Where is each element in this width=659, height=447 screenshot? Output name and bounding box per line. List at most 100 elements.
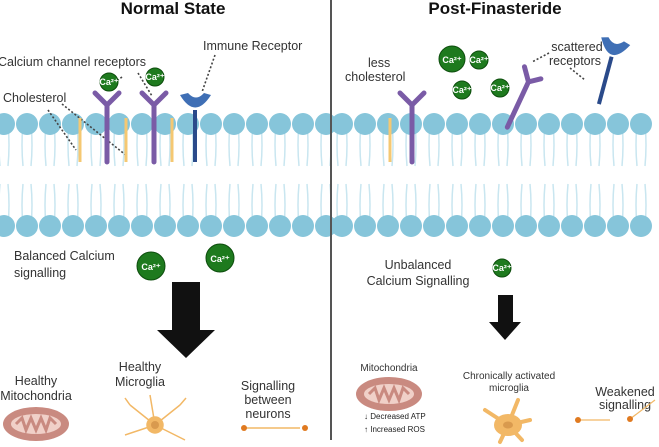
svg-text:Ca²⁺: Ca²⁺ (492, 263, 512, 273)
calcium-ion: Ca²⁺ (145, 67, 165, 87)
neuron-icon (241, 425, 308, 431)
phospholipid-head (584, 113, 606, 135)
phospholipid-head (39, 113, 61, 135)
svg-text:Ca²⁺: Ca²⁺ (490, 83, 510, 93)
phospholipid-head (85, 215, 107, 237)
calcium-ion: Ca²⁺ (490, 78, 510, 98)
channel-leader (117, 72, 153, 97)
svg-text:Ca²⁺: Ca²⁺ (452, 85, 472, 95)
calcium-channel-receptor (397, 90, 427, 165)
down-arrow-icon (489, 295, 521, 340)
phospholipid-head (131, 215, 153, 237)
phospholipid-head (223, 113, 245, 135)
cholesterol-molecules (78, 118, 174, 162)
cell-membrane (0, 113, 652, 237)
phospholipid-head (492, 215, 514, 237)
cholesterol-label: Cholesterol (3, 91, 66, 105)
left-title: Normal State (121, 0, 226, 18)
calcium-ion: Ca²⁺ (452, 80, 472, 100)
phospholipid-head (62, 215, 84, 237)
phospholipid-head (469, 113, 491, 135)
mitochondria-icon (3, 407, 69, 441)
weakened-neuron-icon (575, 399, 656, 423)
immune-receptor (180, 93, 211, 162)
phospholipid-head (561, 215, 583, 237)
phospholipid-head (630, 113, 652, 135)
phospholipid-head (354, 113, 376, 135)
phospholipid-head (630, 215, 652, 237)
decreased-atp-label: ↓ Decreased ATP (364, 412, 426, 421)
phospholipid-head (377, 113, 399, 135)
phospholipid-head (16, 215, 38, 237)
microglia-icon (124, 394, 187, 441)
phospholipid-head (108, 215, 130, 237)
svg-text:Ca²⁺: Ca²⁺ (145, 72, 165, 82)
phospholipid-head (377, 215, 399, 237)
mitochondria-label: Mitochondria (360, 363, 418, 374)
right-title: Post-Finasteride (428, 0, 561, 18)
phospholipid-head (16, 113, 38, 135)
phospholipid-head (331, 113, 353, 135)
phospholipid-head (200, 113, 222, 135)
phospholipid-head (423, 113, 445, 135)
calcium-ion: Ca²⁺ (492, 258, 512, 278)
svg-text:Ca²⁺: Ca²⁺ (210, 254, 230, 264)
phospholipid-head (85, 113, 107, 135)
receptors-leader (531, 52, 586, 81)
phospholipid-head (269, 113, 291, 135)
phospholipid-head (246, 113, 268, 135)
scattered-receptor (504, 64, 544, 130)
phospholipid-head (584, 215, 606, 237)
phospholipid-head (561, 113, 583, 135)
calcium-ion: Ca²⁺ (469, 50, 489, 70)
calcium-channel-label: Calcium channel receptors (0, 55, 146, 69)
scattered-immune-receptor (596, 37, 631, 105)
phospholipid-head (131, 113, 153, 135)
phospholipid-head (354, 215, 376, 237)
phospholipid-head (223, 215, 245, 237)
phospholipid-head (515, 215, 537, 237)
down-arrow-icon (157, 282, 215, 358)
immune-leader (201, 54, 216, 93)
phospholipid-head (200, 215, 222, 237)
calcium-ion: Ca²⁺ (99, 72, 119, 92)
phospholipid-head (446, 113, 468, 135)
phospholipid-head (269, 215, 291, 237)
phospholipid-head (538, 113, 560, 135)
calcium-ion: Ca²⁺ (136, 251, 166, 281)
phospholipid-head (177, 215, 199, 237)
svg-text:Ca²⁺: Ca²⁺ (469, 55, 489, 65)
phospholipid-head (446, 215, 468, 237)
calcium-ion: Ca²⁺ (438, 45, 466, 73)
svg-text:Ca²⁺: Ca²⁺ (442, 55, 462, 65)
mitochondria-icon (356, 377, 422, 411)
phospholipid-head (607, 215, 629, 237)
phospholipid-head (331, 215, 353, 237)
immune-receptor-label: Immune Receptor (203, 39, 302, 53)
phospholipid-head (154, 215, 176, 237)
calcium-ion: Ca²⁺ (205, 243, 235, 273)
phospholipid-head (492, 113, 514, 135)
phospholipid-head (39, 215, 61, 237)
phospholipid-head (538, 215, 560, 237)
calcium-channel-receptor (92, 90, 169, 165)
phospholipid-head (0, 113, 15, 135)
phospholipid-head (292, 113, 314, 135)
activated-microglia-icon (483, 398, 532, 444)
phospholipid-head (607, 113, 629, 135)
svg-text:Ca²⁺: Ca²⁺ (99, 77, 119, 87)
phospholipid-head (469, 215, 491, 237)
phospholipid-head (515, 113, 537, 135)
increased-ros-label: ↑ Increased ROS (364, 425, 425, 434)
phospholipid-head (292, 215, 314, 237)
phospholipid-head (423, 215, 445, 237)
